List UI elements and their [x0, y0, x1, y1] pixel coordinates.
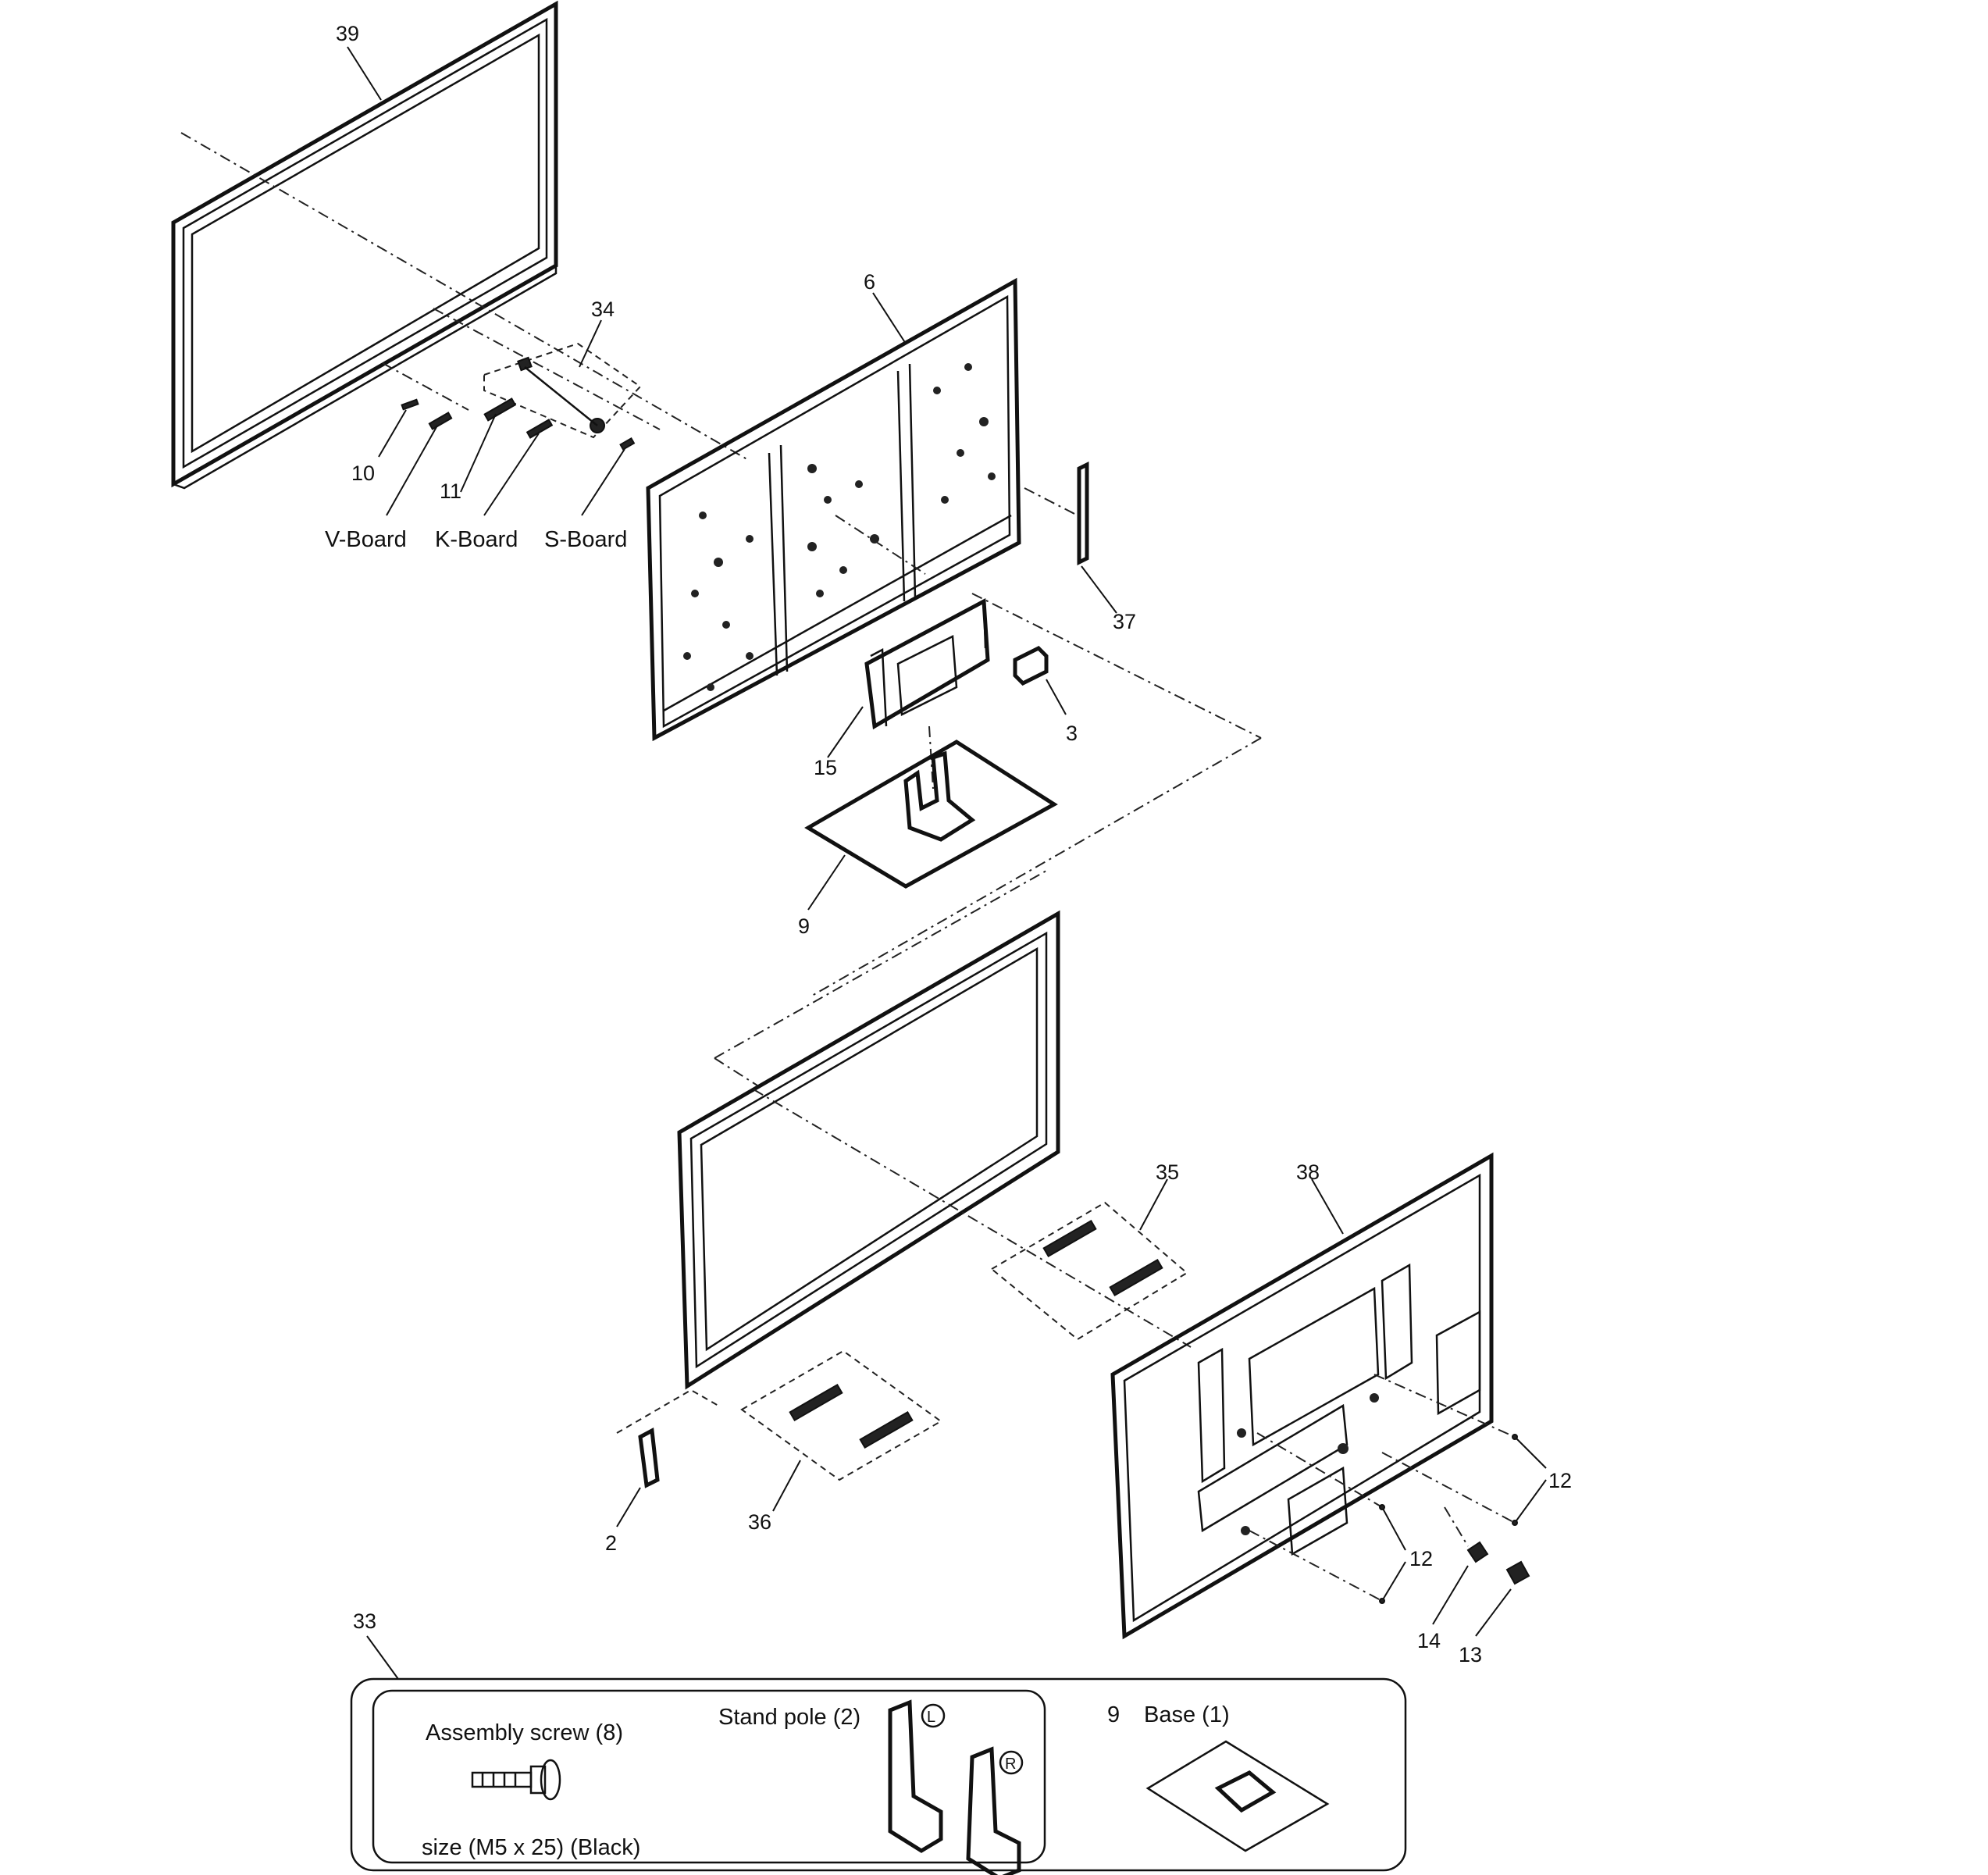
- screw-size-label: size (M5 x 25) (Black): [422, 1835, 640, 1860]
- rear-cover-38: [1110, 1152, 1494, 1640]
- s-board-label: S-Board: [544, 527, 627, 552]
- callout-9: 9: [798, 914, 810, 938]
- callout-2: 2: [605, 1531, 617, 1555]
- assembly-screw-label: Assembly screw (8): [426, 1720, 623, 1745]
- callout-33: 33: [353, 1609, 376, 1633]
- callout-39: 39: [336, 22, 359, 45]
- base-number: 9: [1107, 1702, 1120, 1727]
- callout-38: 38: [1296, 1160, 1320, 1184]
- k-board-label: K-Board: [435, 527, 518, 552]
- stand-pole-left-icon: [888, 1699, 946, 1853]
- panel-frame: [677, 870, 1060, 1390]
- callout-12-upper: 12: [1548, 1469, 1572, 1492]
- callout-14: 14: [1417, 1629, 1441, 1652]
- v-board-label: V-Board: [325, 527, 407, 552]
- base-label: Base (1): [1144, 1702, 1230, 1727]
- callout-36: 36: [748, 1510, 771, 1534]
- screws-12: [1249, 1374, 1547, 1604]
- accessory-labels: Assembly screw (8) size (M5 x 25) (Black…: [422, 1702, 1230, 1860]
- assembly-screw-icon: [471, 1759, 561, 1801]
- board-connectors: [378, 397, 636, 516]
- side-terminal-37: [1024, 461, 1117, 614]
- front-bezel-39: [171, 0, 558, 490]
- callout-34: 34: [591, 298, 615, 321]
- callout-35: 35: [1156, 1160, 1179, 1184]
- base-9: [804, 740, 1058, 911]
- board-labels: V-Board K-Board S-Board: [325, 527, 627, 552]
- callout-15: 15: [814, 756, 837, 779]
- bracket-group-34: [483, 319, 642, 439]
- callout-3: 3: [1066, 722, 1078, 745]
- accessories-box-33: [350, 1635, 1407, 1875]
- knob-13: [1475, 1560, 1530, 1637]
- left-mark: L: [927, 1709, 935, 1726]
- callout-12-lower: 12: [1409, 1547, 1433, 1570]
- callout-6: 6: [864, 270, 875, 294]
- right-mark: R: [1005, 1756, 1016, 1773]
- part-2: [616, 1388, 719, 1527]
- stand-pole-right-icon: [966, 1746, 1024, 1875]
- callout-13: 13: [1459, 1643, 1482, 1666]
- small-block-3: [1013, 645, 1067, 715]
- base-accessory-icon: [1145, 1740, 1330, 1852]
- callout-numbers: 39 34 6 10 11 37 3 15 9 35 38 12 12 2 36…: [336, 22, 1572, 1666]
- callout-11: 11: [440, 479, 461, 503]
- brackets-35: [990, 1178, 1188, 1341]
- knob-14: [1432, 1506, 1489, 1625]
- callout-37: 37: [1113, 610, 1136, 633]
- assembly-axis-line: [180, 132, 750, 462]
- callout-10: 10: [351, 462, 375, 485]
- stand-pole-label: Stand pole (2): [718, 1705, 860, 1730]
- brackets-36: [740, 1349, 942, 1512]
- main-chassis-6: [646, 277, 1021, 742]
